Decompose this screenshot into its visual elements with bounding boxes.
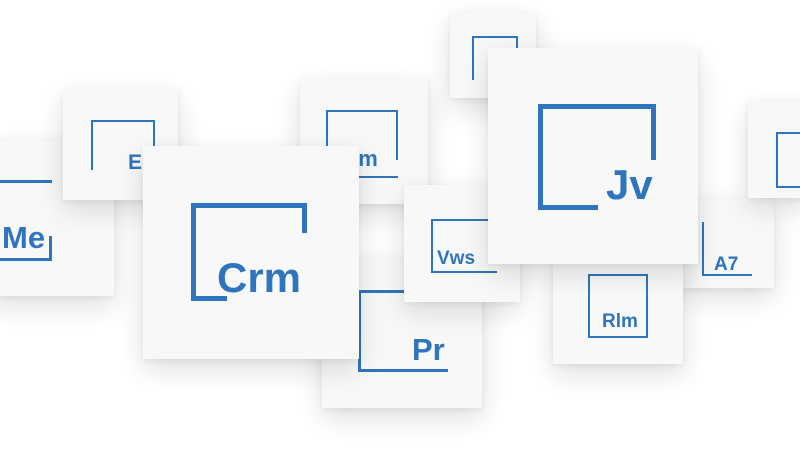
tile-label: A7	[714, 254, 739, 275]
brand-logo-icon: Rlm	[588, 274, 648, 338]
brand-logo-icon: Jv	[538, 104, 656, 210]
brand-logo-icon: Pr	[358, 290, 448, 372]
tile-jv: Jv	[488, 48, 698, 264]
tile-rlm: Rlm	[553, 248, 683, 364]
brand-logo-icon: Crm	[191, 203, 307, 301]
brand-logo-icon: E	[91, 120, 155, 174]
tile-label: Crm	[217, 254, 302, 301]
brand-logo-icon: A7	[702, 222, 752, 276]
tile-label: E	[128, 151, 143, 174]
tile-label: Me	[2, 220, 46, 255]
brand-logo-icon	[776, 132, 800, 188]
tile-label: Vws	[437, 248, 476, 269]
tile-crm: Crm	[143, 146, 359, 359]
brand-logo-icon: Me	[0, 180, 72, 264]
brand-logo-icon: Vws	[431, 219, 497, 273]
tile-label: Pr	[412, 332, 445, 367]
tile-right-edge	[748, 100, 800, 198]
tile-label: Jv	[606, 161, 653, 208]
tile-label: Rlm	[602, 311, 638, 332]
